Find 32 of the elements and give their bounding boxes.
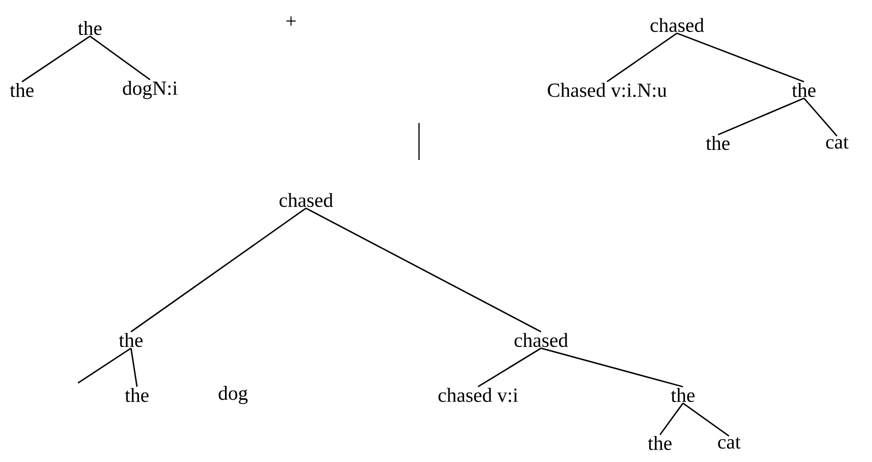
tree-word: chased v:i bbox=[438, 388, 518, 402]
tree-branch bbox=[478, 348, 542, 388]
tree-word: chased bbox=[514, 332, 568, 348]
tree-branch bbox=[540, 348, 684, 388]
tree-branch bbox=[676, 32, 804, 82]
tree-word: the bbox=[670, 388, 695, 402]
tree-branch bbox=[78, 348, 132, 384]
tree-word: Chased v:i.N:u bbox=[548, 82, 667, 98]
tree-branch bbox=[803, 98, 838, 137]
tree-word: cat bbox=[826, 137, 849, 149]
tree-branch bbox=[130, 348, 138, 387]
tree-branch bbox=[659, 402, 684, 436]
tree-word: chased bbox=[280, 192, 333, 208]
tree-word: the bbox=[792, 82, 816, 98]
tree-branch bbox=[682, 402, 730, 437]
tree-branch bbox=[22, 36, 90, 82]
text-label: + bbox=[286, 16, 296, 26]
tree-word: dogN:i bbox=[122, 80, 178, 100]
tree-branch bbox=[718, 98, 804, 136]
tree-word: chased bbox=[650, 18, 704, 32]
tree-word: cat bbox=[718, 437, 741, 449]
text-label: dog bbox=[218, 386, 248, 404]
tree-word: the bbox=[10, 82, 34, 98]
tree-branch bbox=[90, 36, 150, 80]
tree-word: the bbox=[648, 436, 672, 450]
tree-word: the bbox=[706, 136, 730, 150]
tree-branch bbox=[606, 32, 678, 82]
tree-branch bbox=[306, 208, 542, 332]
tree-word: the bbox=[78, 20, 102, 36]
tree-branch bbox=[130, 208, 306, 332]
tree-word: the bbox=[124, 388, 149, 402]
tree-word: the bbox=[118, 332, 143, 348]
